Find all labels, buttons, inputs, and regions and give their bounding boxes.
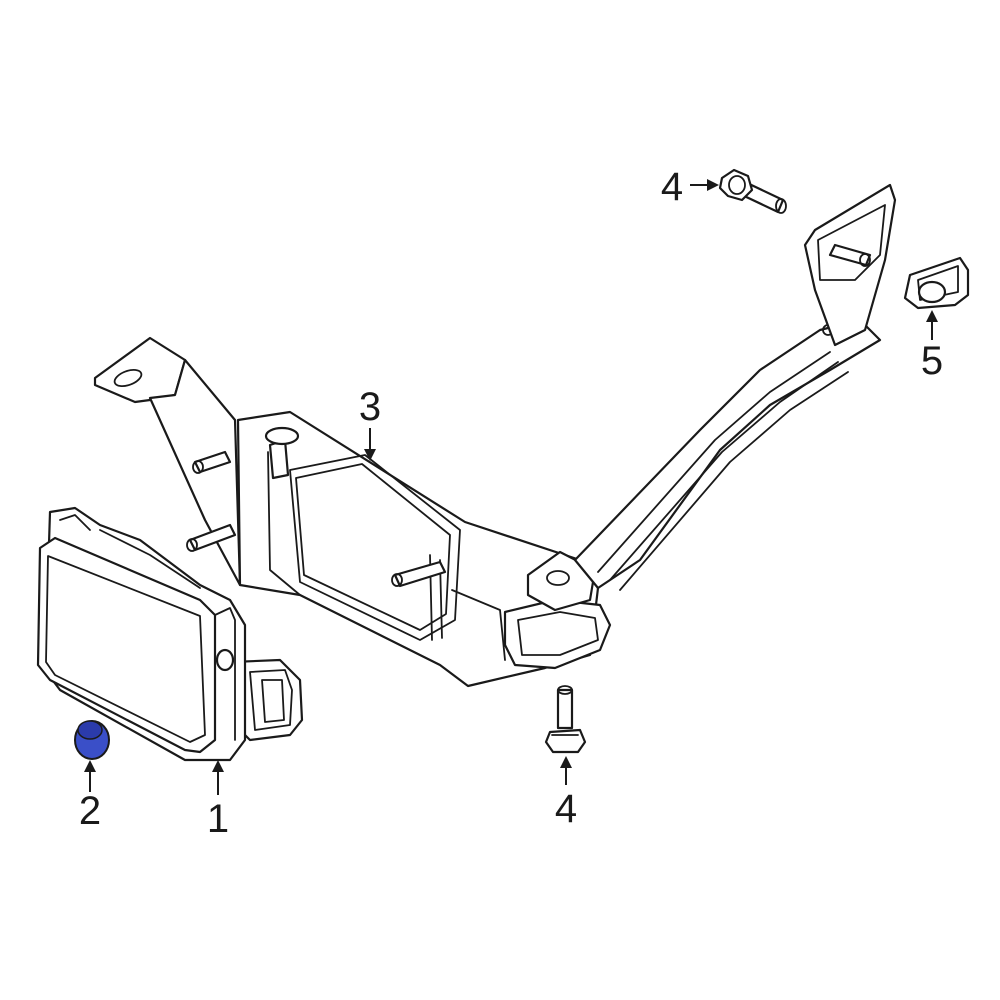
- callout-2: 2: [79, 760, 101, 833]
- bracket-stud: [186, 523, 237, 552]
- callout-5: 5: [921, 310, 943, 383]
- callout-5-label: 5: [921, 339, 943, 383]
- callout-4-lower: 4: [555, 756, 577, 831]
- bracket-stud: [828, 243, 872, 267]
- callout-1: 1: [207, 760, 229, 841]
- bolt-part-lower[interactable]: [544, 685, 587, 754]
- callout-4-lower-label: 4: [555, 787, 577, 831]
- callout-3-label: 3: [359, 385, 381, 429]
- callout-4-upper: 4: [661, 165, 719, 209]
- callout-4-upper-label: 4: [661, 165, 683, 209]
- bracket-stud: [264, 426, 300, 480]
- bracket-stud: [192, 450, 232, 474]
- bracket-part[interactable]: [93, 183, 897, 688]
- bracket-stud: [391, 560, 447, 588]
- callout-3: 3: [359, 385, 381, 461]
- bolt-part-upper[interactable]: [718, 168, 787, 214]
- callout-1-label: 1: [207, 797, 229, 841]
- callout-2-label: 2: [79, 789, 101, 833]
- clip-nut-part[interactable]: [903, 256, 970, 310]
- grommet-part[interactable]: [74, 720, 110, 760]
- sensor-module-part[interactable]: [36, 506, 304, 762]
